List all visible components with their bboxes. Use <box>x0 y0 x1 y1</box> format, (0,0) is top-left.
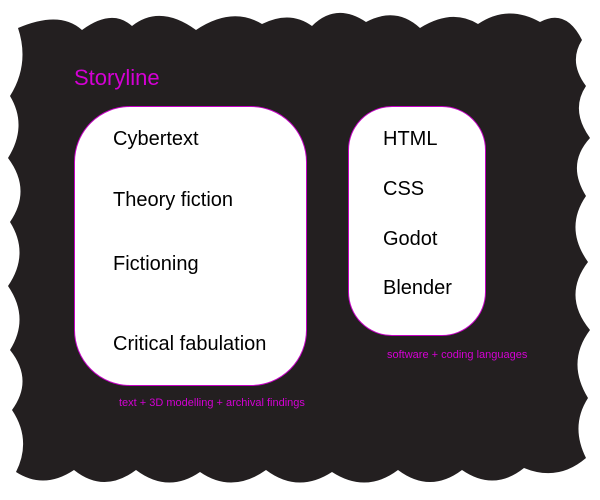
tools-caption: software + coding languages <box>387 349 528 361</box>
method-item: Cybertext <box>113 128 199 150</box>
method-item: Theory fiction <box>113 189 234 211</box>
storyline-title: Storyline <box>74 65 160 90</box>
methods-panel: Cybertext Theory fiction Fictioning Crit… <box>74 106 307 386</box>
tools-panel: HTML CSS Godot Blender <box>348 106 486 336</box>
tool-item: Godot <box>383 228 438 250</box>
tool-item: HTML <box>383 128 438 150</box>
tool-item: Blender <box>383 277 452 299</box>
method-item: Fictioning <box>113 253 199 275</box>
methods-caption: text + 3D modelling + archival findings <box>119 397 305 409</box>
tool-item: CSS <box>383 178 425 200</box>
method-item: Critical fabulation <box>113 333 267 355</box>
